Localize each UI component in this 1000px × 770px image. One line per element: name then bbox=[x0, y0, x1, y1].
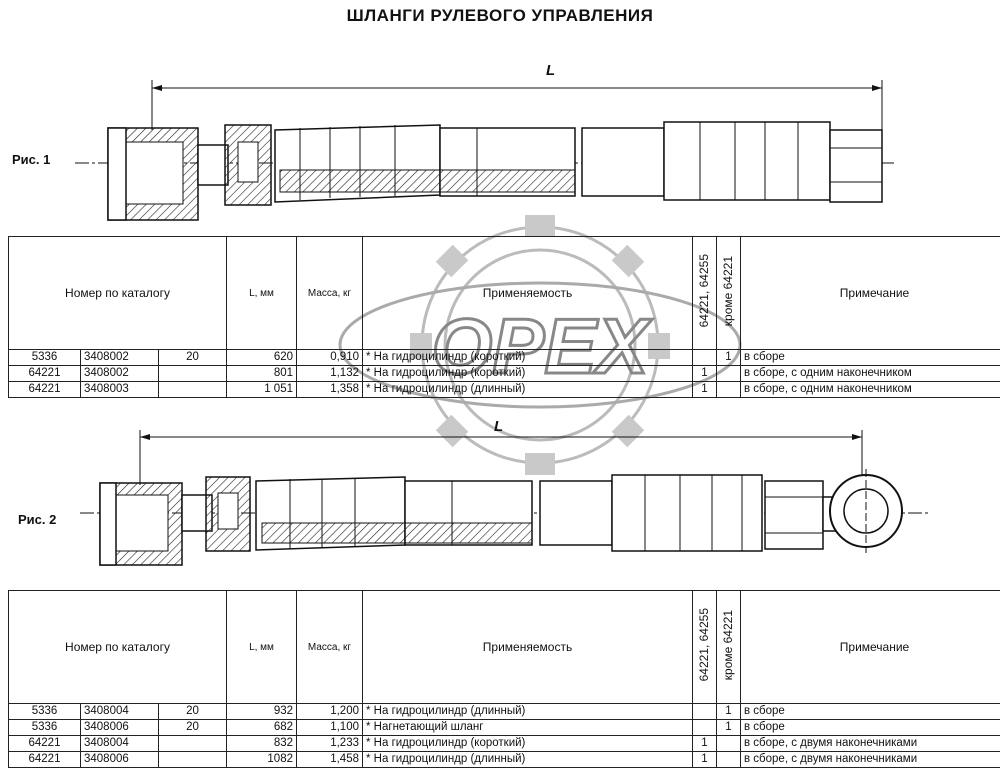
cell-length: 801 bbox=[226, 365, 297, 382]
col-model-a-text: 64221, 64255 bbox=[697, 254, 711, 328]
cell-note: в сборе, с одним наконечником bbox=[740, 365, 1000, 382]
cell-length: 1082 bbox=[226, 751, 297, 768]
cell-model: 64221 bbox=[8, 381, 81, 398]
cell-a: 1 bbox=[692, 381, 717, 398]
cell-a bbox=[692, 719, 717, 736]
cell-note: в сборе, с двумя наконечниками bbox=[740, 751, 1000, 768]
cell-model: 5336 bbox=[8, 719, 81, 736]
cell-application: * На гидроцилиндр (короткий) bbox=[362, 365, 693, 382]
cell-length: 932 bbox=[226, 703, 297, 720]
cell-number: 3408004 bbox=[80, 735, 159, 752]
cell-application: * Нагнетающий шланг bbox=[362, 719, 693, 736]
cell-a bbox=[692, 349, 717, 366]
cell-suffix bbox=[158, 735, 227, 752]
cell-suffix: 20 bbox=[158, 719, 227, 736]
cell-note: в сборе bbox=[740, 719, 1000, 736]
cell-model: 64221 bbox=[8, 751, 81, 768]
cell-suffix: 20 bbox=[158, 349, 227, 366]
cell-b bbox=[716, 735, 741, 752]
cell-note: в сборе, с двумя наконечниками bbox=[740, 735, 1000, 752]
cell-number: 3408004 bbox=[80, 703, 159, 720]
cell-mass: 1,132 bbox=[296, 365, 363, 382]
cell-mass: 0,910 bbox=[296, 349, 363, 366]
cell-application: * На гидроцилиндр (длинный) bbox=[362, 751, 693, 768]
cell-application: * На гидроцилиндр (короткий) bbox=[362, 349, 693, 366]
table-row: 5336 3408006 20 682 1,100 * Нагнетающий … bbox=[8, 719, 1000, 736]
cell-a: 1 bbox=[692, 751, 717, 768]
cell-application: * На гидроцилиндр (короткий) bbox=[362, 735, 693, 752]
cell-mass: 1,100 bbox=[296, 719, 363, 736]
table-row: 5336 3408002 20 620 0,910 * На гидроцили… bbox=[8, 349, 1000, 366]
cell-note: в сборе bbox=[740, 703, 1000, 720]
cell-number: 3408002 bbox=[80, 365, 159, 382]
col-model-a: 64221, 64255 bbox=[692, 590, 717, 704]
cell-number: 3408002 bbox=[80, 349, 159, 366]
fig2-label: Рис. 2 bbox=[18, 512, 57, 527]
page-title: ШЛАНГИ РУЛЕВОГО УПРАВЛЕНИЯ bbox=[346, 6, 654, 25]
cell-note: в сборе, с одним наконечником bbox=[740, 381, 1000, 398]
fig1-dim-label: L bbox=[546, 62, 556, 79]
cell-model: 5336 bbox=[8, 349, 81, 366]
table-row: 64221 3408006 1082 1,458 * На гидроцилин… bbox=[8, 751, 1000, 768]
cell-number: 3408006 bbox=[80, 719, 159, 736]
cell-b: 1 bbox=[716, 703, 741, 720]
cell-a bbox=[692, 703, 717, 720]
spec-table-1: Номер по каталогу L, мм Масса, кг Примен… bbox=[8, 236, 1000, 398]
col-model-a-text: 64221, 64255 bbox=[697, 608, 711, 682]
table-row: 64221 3408004 832 1,233 * На гидроцилинд… bbox=[8, 735, 1000, 752]
cell-length: 832 bbox=[226, 735, 297, 752]
col-length: L, мм bbox=[226, 236, 297, 350]
col-application: Применяемость bbox=[362, 590, 693, 704]
cell-suffix bbox=[158, 381, 227, 398]
cell-b: 1 bbox=[716, 349, 741, 366]
cell-length: 682 bbox=[226, 719, 297, 736]
table-row: 64221 3408003 1 051 1,358 * На гидроцили… bbox=[8, 381, 1000, 398]
col-model-b: кроме 64221 bbox=[716, 236, 741, 350]
cell-mass: 1,233 bbox=[296, 735, 363, 752]
col-mass: Масса, кг bbox=[296, 236, 363, 350]
table-row: 5336 3408004 20 932 1,200 * На гидроцили… bbox=[8, 703, 1000, 720]
cell-a: 1 bbox=[692, 365, 717, 382]
cell-mass: 1,200 bbox=[296, 703, 363, 720]
cell-suffix: 20 bbox=[158, 703, 227, 720]
cell-b: 1 bbox=[716, 719, 741, 736]
hose-drawing-1 bbox=[75, 80, 895, 221]
cell-application: * На гидроцилиндр (длинный) bbox=[362, 381, 693, 398]
cell-b bbox=[716, 381, 741, 398]
cell-length: 1 051 bbox=[226, 381, 297, 398]
cell-suffix bbox=[158, 751, 227, 768]
cell-length: 620 bbox=[226, 349, 297, 366]
cell-mass: 1,458 bbox=[296, 751, 363, 768]
fig1-label: Рис. 1 bbox=[12, 152, 51, 167]
cell-b bbox=[716, 751, 741, 768]
cell-a: 1 bbox=[692, 735, 717, 752]
col-mass: Масса, кг bbox=[296, 590, 363, 704]
cell-mass: 1,358 bbox=[296, 381, 363, 398]
col-note: Примечание bbox=[740, 236, 1000, 350]
col-model-a: 64221, 64255 bbox=[692, 236, 717, 350]
cell-model: 64221 bbox=[8, 735, 81, 752]
cell-number: 3408003 bbox=[80, 381, 159, 398]
cell-number: 3408006 bbox=[80, 751, 159, 768]
col-model-b-text: кроме 64221 bbox=[721, 609, 735, 681]
fig2-dim-label: L bbox=[494, 418, 504, 435]
cell-note: в сборе bbox=[740, 349, 1000, 366]
table-row: 64221 3408002 801 1,132 * На гидроцилинд… bbox=[8, 365, 1000, 382]
col-catalog: Номер по каталогу bbox=[8, 236, 227, 350]
cell-b bbox=[716, 365, 741, 382]
cell-suffix bbox=[158, 365, 227, 382]
col-length: L, мм bbox=[226, 590, 297, 704]
col-model-b: кроме 64221 bbox=[716, 590, 741, 704]
col-application: Применяемость bbox=[362, 236, 693, 350]
col-model-b-text: кроме 64221 bbox=[721, 255, 735, 327]
cell-application: * На гидроцилиндр (длинный) bbox=[362, 703, 693, 720]
cell-model: 64221 bbox=[8, 365, 81, 382]
spec-table-2: Номер по каталогу L, мм Масса, кг Примен… bbox=[8, 590, 1000, 768]
col-note: Примечание bbox=[740, 590, 1000, 704]
cell-model: 5336 bbox=[8, 703, 81, 720]
col-catalog: Номер по каталогу bbox=[8, 590, 227, 704]
hose-drawing-2 bbox=[80, 430, 930, 566]
